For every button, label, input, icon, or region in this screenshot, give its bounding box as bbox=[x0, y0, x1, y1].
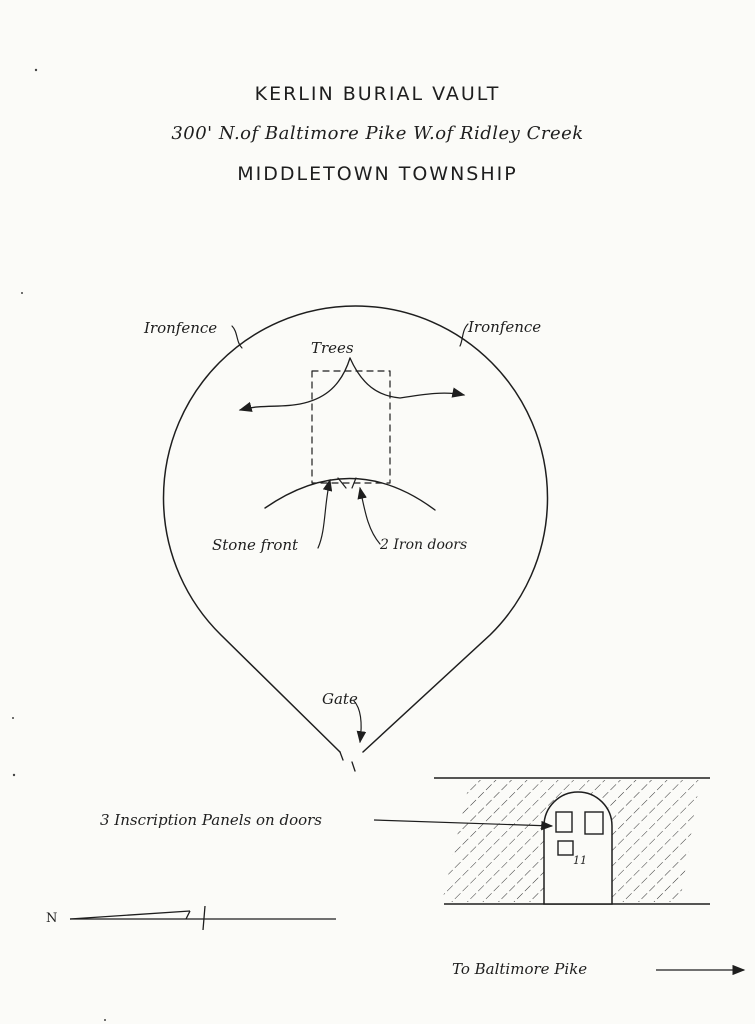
to-baltimore-pike-label: To Baltimore Pike bbox=[452, 960, 588, 978]
north-arrow-icon bbox=[69, 905, 336, 931]
paper-specks bbox=[12, 68, 106, 1021]
trees-area bbox=[311, 370, 391, 484]
gate-pointer bbox=[353, 700, 367, 744]
title-vault-name: KERLIN BURIAL VAULT bbox=[254, 83, 501, 105]
trees-label: Trees bbox=[311, 339, 354, 357]
stone-front-pointer bbox=[317, 478, 333, 549]
title-location: 300' N.of Baltimore Pike W.of Ridley Cre… bbox=[171, 123, 584, 144]
inscription-panel-2 bbox=[584, 811, 604, 835]
iron-fence-outline bbox=[162, 305, 549, 753]
iron-doors-pointer bbox=[357, 486, 381, 545]
inscription-panel-1 bbox=[555, 811, 573, 833]
gate-opening bbox=[339, 751, 356, 772]
inscription-pointer bbox=[373, 819, 554, 831]
inscription-panel-3 bbox=[557, 840, 574, 856]
vault-door bbox=[543, 791, 613, 905]
inscription-panels-label: 3 Inscription Panels on doors bbox=[100, 811, 323, 829]
door-number-label: 11 bbox=[573, 854, 587, 867]
trees-arrow-left bbox=[238, 357, 351, 412]
iron-fence-left-pointer bbox=[231, 325, 243, 349]
stone-front-label: Stone front bbox=[212, 536, 299, 554]
iron-doors-label: 2 Iron doors bbox=[380, 537, 468, 553]
title-block: KERLIN BURIAL VAULT 300' N.of Baltimore … bbox=[0, 74, 755, 194]
stone-front-arc bbox=[264, 477, 436, 511]
trees-arrow-right bbox=[349, 357, 466, 399]
iron-doors-marks bbox=[337, 477, 357, 489]
iron-fence-left-label: Ironfence bbox=[144, 319, 218, 337]
north-label: N bbox=[46, 911, 58, 926]
iron-fence-right-label: Ironfence bbox=[468, 318, 542, 336]
gate-label: Gate bbox=[322, 690, 358, 708]
title-township: MIDDLETOWN TOWNSHIP bbox=[237, 163, 518, 185]
iron-fence-right-pointer bbox=[459, 323, 469, 347]
vault-elevation bbox=[434, 777, 710, 905]
